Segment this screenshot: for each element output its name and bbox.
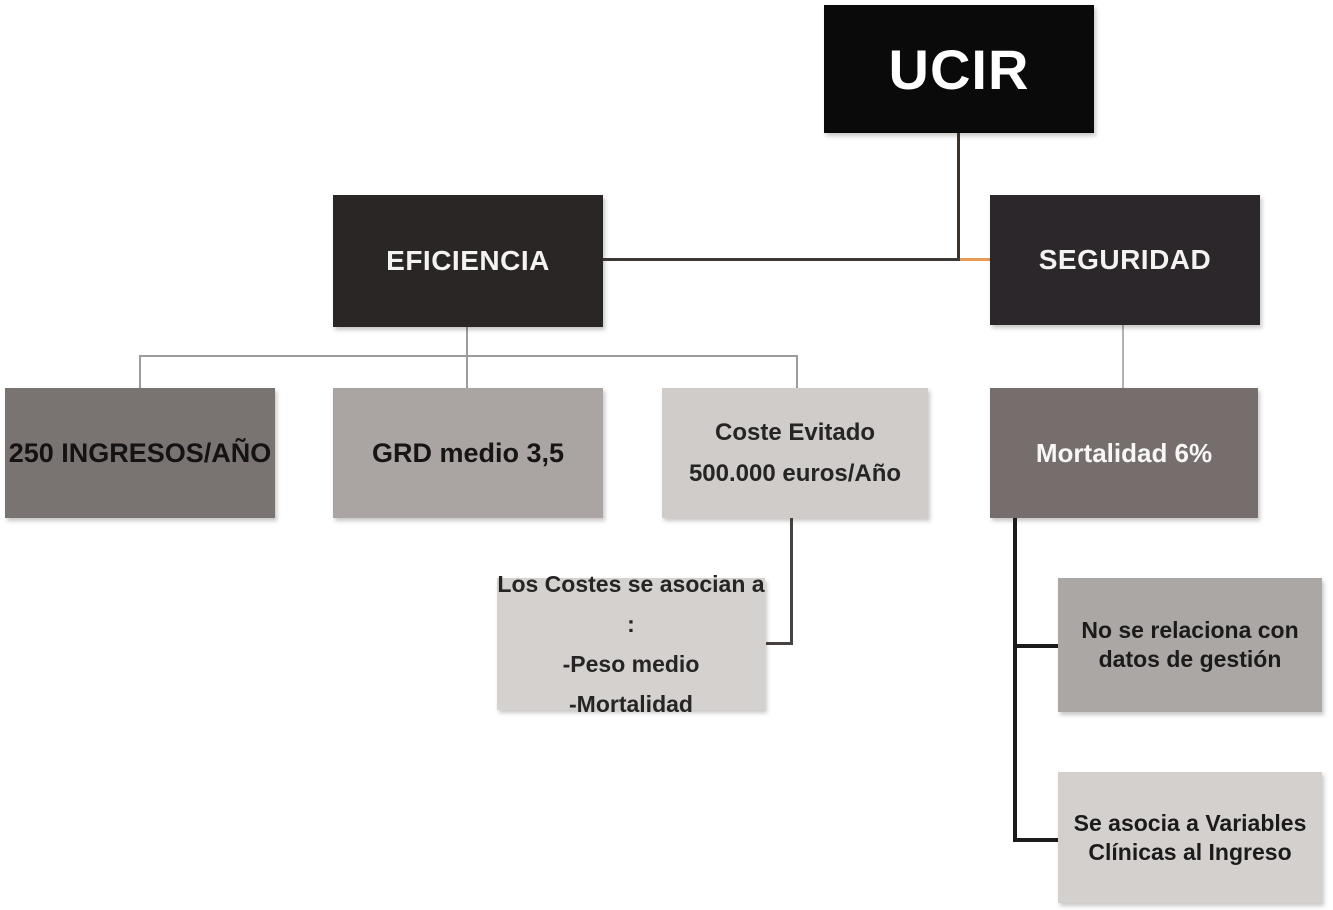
note-line-3: -Mortalidad	[569, 691, 693, 717]
node-grd-medio: GRD medio 3,5	[333, 388, 603, 518]
node-eficiencia: EFICIENCIA	[333, 195, 603, 327]
connector-coste-note-horizontal	[766, 642, 793, 645]
node-grd-label: GRD medio 3,5	[371, 437, 565, 468]
node-ingresos-label: 250 INGRESOS/AÑO	[8, 437, 272, 468]
node-seguridad: SEGURIDAD	[990, 195, 1260, 325]
connector-seguridad-stub	[1122, 325, 1124, 388]
connector-mortalidad-stem	[1013, 518, 1017, 842]
connector-orange-segment	[960, 258, 990, 261]
node-seguridad-label: SEGURIDAD	[1038, 244, 1212, 275]
connector-coste-stub	[796, 356, 798, 388]
connector-ingresos-stub	[139, 356, 141, 388]
no-relacion-line-1: No se relaciona con	[1081, 617, 1299, 643]
connector-eficiencia-stub	[466, 327, 468, 356]
node-no-relaciona-note: No se relaciona con datos de gestión	[1058, 578, 1322, 712]
connector-eficiencia-rail	[139, 355, 798, 357]
node-mortalidad-label: Mortalidad 6%	[1035, 437, 1213, 468]
node-coste-line-2: 500.000 euros/Año	[688, 460, 902, 487]
note-line-2: -Peso medio	[562, 651, 700, 677]
connector-mortalidad-branch-1	[1016, 644, 1058, 648]
node-asocia-variables-note: Se asocia a Variables Clínicas al Ingres…	[1058, 772, 1322, 903]
asocia-line-2: Clínicas al Ingreso	[1088, 838, 1292, 865]
no-relacion-line-2: datos de gestión	[1098, 646, 1282, 672]
connector-mortalidad-branch-2	[1016, 838, 1058, 842]
note-line-1: Los Costes se asocian a :	[497, 571, 765, 637]
node-ucir: UCIR	[824, 5, 1094, 133]
connector-eficiencia-seguridad	[603, 258, 960, 261]
node-eficiencia-label: EFICIENCIA	[386, 245, 550, 276]
node-mortalidad: Mortalidad 6%	[990, 388, 1258, 518]
connector-coste-note-vertical	[790, 518, 793, 645]
connector-grd-stub	[466, 356, 468, 388]
asocia-line-1: Se asocia a Variables	[1073, 809, 1307, 836]
node-ingresos-ano: 250 INGRESOS/AÑO	[5, 388, 275, 518]
node-coste-evitado: Coste Evitado 500.000 euros/Año	[662, 388, 928, 518]
node-coste-line-1: Coste Evitado	[714, 419, 876, 446]
node-costes-asocian-note: Los Costes se asocian a : -Peso medio -M…	[497, 571, 765, 717]
connector-ucir-stem	[957, 133, 960, 259]
node-ucir-label: UCIR	[888, 37, 1030, 101]
